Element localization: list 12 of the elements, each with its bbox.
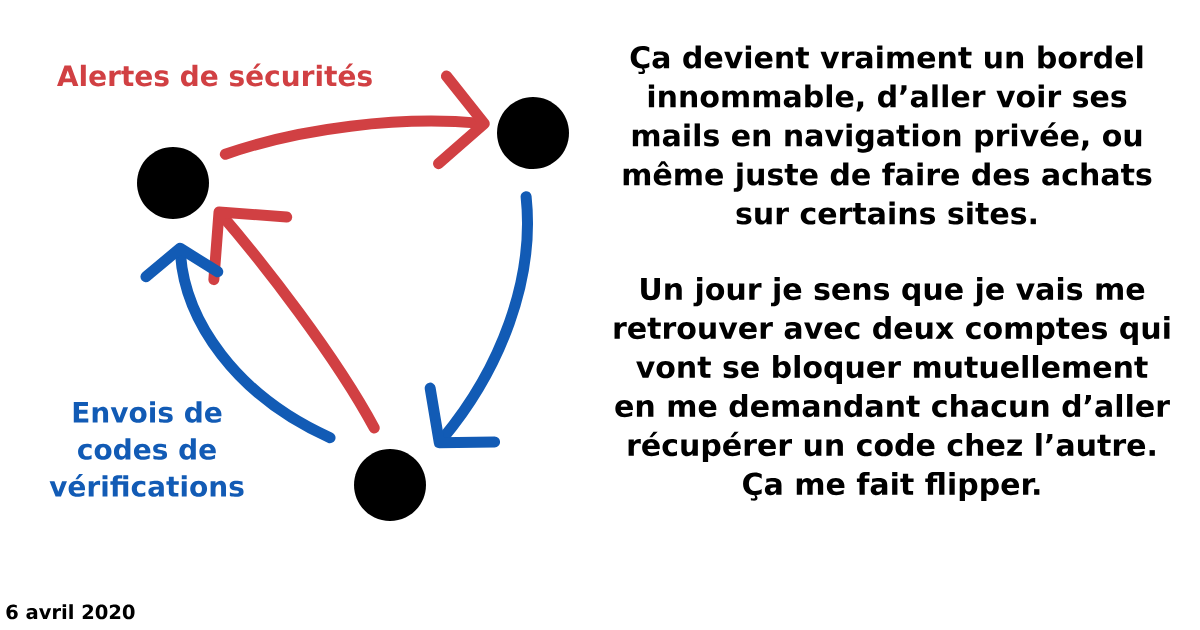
curved-arrow: [424, 191, 533, 449]
arrow-caption: Envois de codes de vérifications: [49, 401, 244, 497]
date-text: 6 avril 2020: [6, 604, 135, 620]
curved-arrow: [140, 242, 336, 444]
dot-node: [497, 97, 569, 169]
dot-node: [137, 147, 209, 219]
curved-arrow: [219, 70, 490, 170]
dot-node: [354, 449, 426, 521]
paragraph: Ça devient vraiment un bordel innommable, d’aller voir ses mails en navigation privée, ou même juste de faire des achats sur certains sites.: [623, 45, 1152, 225]
curved-arrow: [208, 206, 380, 434]
paragraph: Un jour je sens que je vais me retrouver avec deux comptes qui vont se bloquer mutuellement en me demandant chacun d’aller récupérer un code chez l’autre. Ça me fait flipper.: [614, 277, 1170, 501]
arrow-caption: Alertes de sécurités: [57, 63, 372, 87]
